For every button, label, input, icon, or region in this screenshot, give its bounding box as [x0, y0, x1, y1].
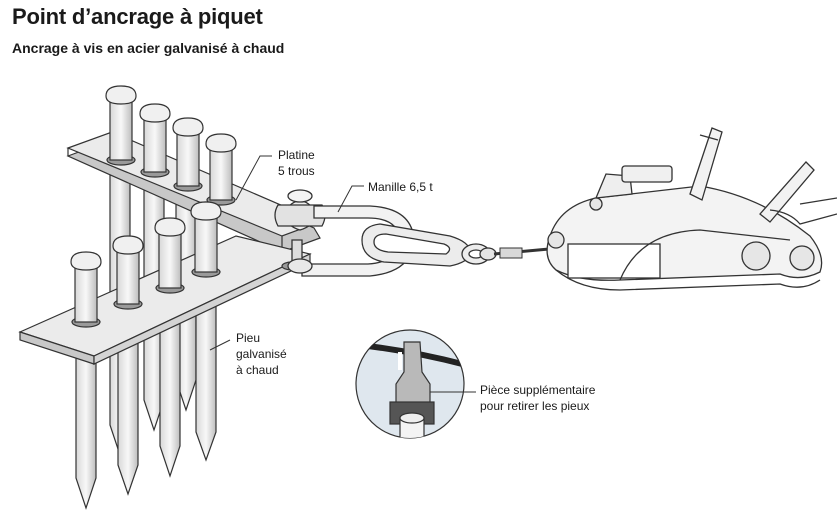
pieu-label: Pieu galvanisé à chaud: [236, 330, 287, 378]
bottom-row-pins: [70, 201, 303, 328]
piece-label-line2: pour retirer les pieux: [480, 399, 590, 413]
page-subtitle: Ancrage à vis en acier galvanisé à chaud: [12, 40, 285, 56]
extraction-tool-callout: [355, 329, 465, 439]
hook-link: [361, 223, 497, 267]
top-row-pins: [105, 85, 237, 220]
piece-label-line1: Pièce supplémentaire: [480, 383, 596, 397]
front-stake-shafts: [75, 267, 217, 510]
platine-label-line1: Platine: [278, 148, 315, 162]
platine-label: Platine 5 trous: [278, 147, 315, 179]
pieu-label-line3: à chaud: [236, 363, 279, 377]
page-title: Point d’ancrage à piquet: [12, 4, 263, 29]
pieu-label-line1: Pieu: [236, 331, 261, 345]
leader-lines: [209, 155, 476, 393]
pieu-label-line2: galvanisé: [236, 347, 287, 361]
winch: [546, 127, 837, 291]
piece-label: Pièce supplémentaire pour retirer les pi…: [480, 382, 595, 414]
shackle: [274, 189, 415, 277]
platine-label-line2: 5 trous: [278, 164, 315, 178]
manille-label: Manille 6,5 t: [368, 180, 433, 194]
